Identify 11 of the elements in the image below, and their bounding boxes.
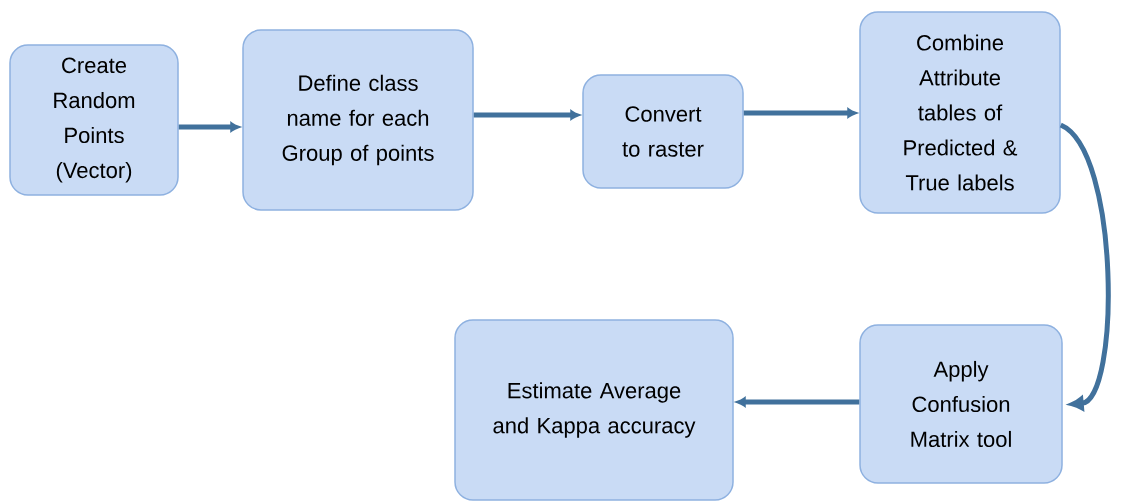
arrow: [743, 108, 857, 118]
arrow: [473, 110, 580, 120]
arrow: [736, 397, 860, 407]
process-box: Create Random Points (Vector): [9, 44, 179, 196]
process-box: Convert to raster: [582, 74, 744, 189]
arrow: [1059, 123, 1111, 411]
process-box: Apply Confusion Matrix tool: [859, 324, 1063, 484]
process-box: Define class name for each Group of points: [242, 29, 474, 211]
arrow: [178, 122, 240, 132]
process-box: Estimate Average and Kappa accuracy: [454, 319, 734, 501]
process-box: Combine Attribute tables of Predicted & True labels: [859, 11, 1061, 214]
